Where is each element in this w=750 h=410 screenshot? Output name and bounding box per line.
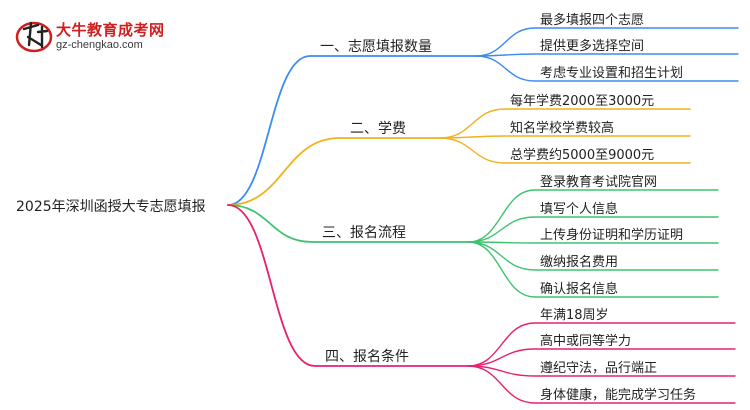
leaf-1-2-connector (475, 53, 739, 57)
leaf-2-3: 总学费约5000至9000元 (510, 148, 655, 163)
root-node: 2025年深圳函授大专志愿填报 (16, 199, 206, 215)
leaf-4-1: 年满18周岁 (540, 308, 609, 323)
branch-4-connector (227, 204, 469, 367)
leaf-4-1-connector (467, 322, 736, 367)
leaf-3-2: 填写个人信息 (540, 202, 619, 217)
leaf-1-1: 最多填报四个志愿 (540, 13, 645, 28)
leaf-1-3-connector (475, 55, 739, 82)
leaf-2-1-connector (439, 108, 691, 139)
logo-name: 大牛教育成考网 (56, 21, 165, 39)
leaf-1-1-connector (475, 27, 739, 57)
leaf-3-1: 登录教育考试院官网 (540, 175, 658, 190)
leaf-4-2-connector (467, 348, 736, 367)
branch-1-label: 一、志愿填报数量 (320, 39, 432, 55)
leaf-3-4-connector (467, 241, 719, 271)
leaf-3-3-connector (467, 241, 719, 244)
leaf-1-3: 考虑专业设置和招生计划 (540, 66, 684, 81)
branch-3-connector (227, 204, 469, 243)
leaf-3-1-connector (467, 189, 719, 243)
leaf-2-1: 每年学费2000至3000元 (510, 94, 655, 109)
branch-3-label: 三、报名流程 (322, 225, 406, 241)
site-logo: 大牛教育成考网 gz-chengkao.com (14, 15, 214, 59)
branch-2-connector (227, 137, 441, 206)
leaf-3-4: 缴纳报名费用 (540, 255, 619, 270)
branch-2-label: 二、学费 (350, 121, 406, 137)
logo-url: gz-chengkao.com (56, 39, 143, 51)
leaf-3-3: 上传身份证明和学历证明 (540, 228, 684, 243)
leaf-2-3-connector (439, 137, 691, 164)
leaf-4-2: 高中或同等学力 (540, 334, 632, 349)
leaf-3-5: 确认报名信息 (540, 282, 619, 297)
leaf-4-4: 身体健康，能完成学习任务 (540, 388, 697, 403)
logo-mark-icon (15, 21, 53, 53)
leaf-3-5-connector (467, 241, 719, 298)
leaf-4-3-connector (467, 365, 736, 377)
branch-1-connector (227, 55, 477, 206)
leaf-3-2-connector (467, 216, 719, 243)
leaf-4-3: 遵纪守法，品行端正 (540, 361, 658, 376)
leaf-2-2-connector (439, 135, 691, 139)
branch-4-label: 四、报名条件 (325, 349, 409, 365)
leaf-1-2: 提供更多选择空间 (540, 39, 645, 54)
leaf-4-4-connector (467, 365, 736, 404)
leaf-2-2: 知名学校学费较高 (510, 121, 615, 136)
